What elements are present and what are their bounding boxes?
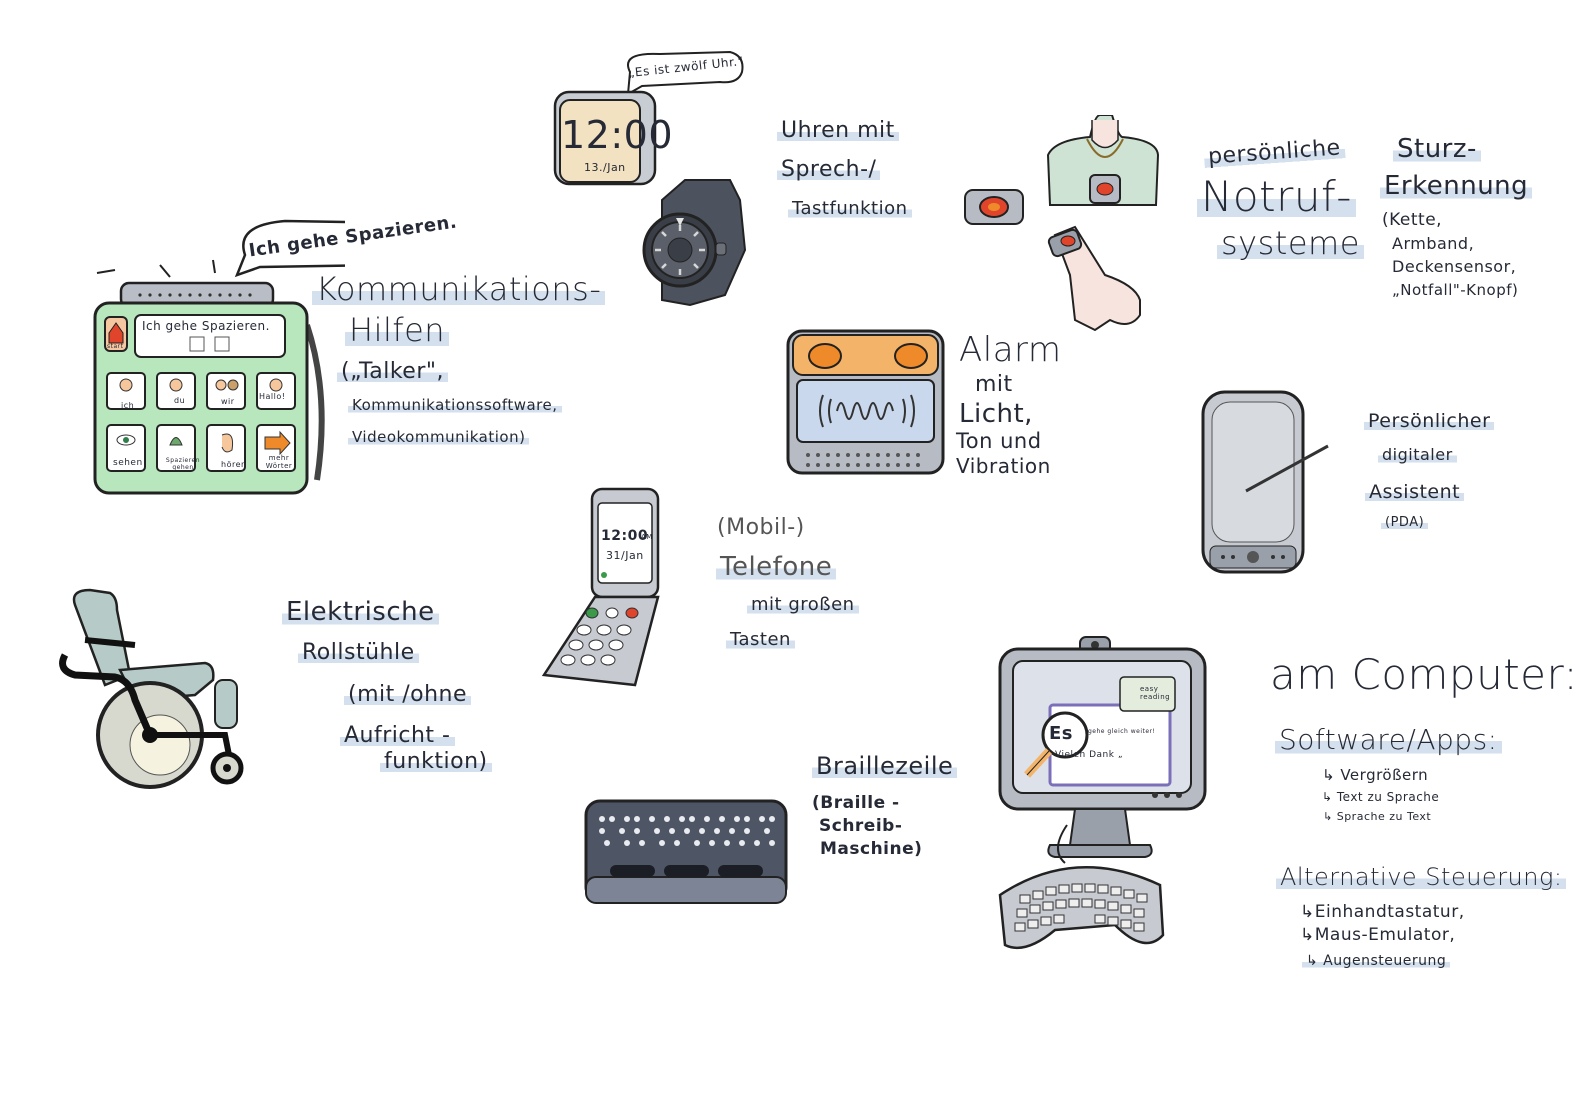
emergency-label-1: persönliche [1203, 135, 1346, 170]
alternative-control-item-2: ↳Maus-Emulator, [1300, 925, 1456, 945]
fall-detection-label-6: „Notfall"-Knopf) [1392, 281, 1519, 299]
alternative-control-heading: Alternative Steuerung: [1276, 863, 1567, 891]
fall-detection-label-5: Deckensensor, [1392, 257, 1517, 276]
braille-label-3: Schreib- [819, 816, 903, 836]
alarm-clock-drawing [786, 329, 945, 475]
alarm-label-1: Alarm [959, 330, 1062, 370]
computer-title: am Computer: [1270, 650, 1576, 699]
mobile-phone-drawing [541, 487, 660, 687]
wheelchair-drawing [59, 588, 244, 789]
wheelchair-label-1: Elektrische [282, 597, 439, 627]
pda-label-2: digitaler [1378, 445, 1457, 464]
communication-cell-label: wir [221, 397, 235, 406]
phone-date: 31/Jan [606, 549, 644, 562]
pda-label-3: Assistent [1365, 481, 1465, 503]
computer-magnifier-text: Es [1049, 723, 1074, 744]
communication-title-2: Hilfen [345, 311, 450, 349]
alarm-label-5: Vibration [956, 454, 1051, 478]
emergency-system-drawing [964, 115, 1160, 332]
communication-cell-label: Hallo! [259, 392, 286, 401]
pda-label-4: (PDA) [1381, 515, 1429, 530]
communication-cell-label: Spazieren gehen [165, 457, 201, 471]
phone-label-1: (Mobil-) [717, 515, 805, 540]
wheelchair-label-5: funktion) [380, 749, 492, 774]
clock-label-1: Uhren mit [777, 118, 899, 143]
braille-display-drawing [584, 799, 788, 904]
phone-ampm: AM [641, 533, 653, 541]
communication-line-3: Videokommunikation) [348, 428, 530, 446]
fall-detection-label-2: Erkennung [1380, 171, 1533, 201]
braille-label-4: Maschine) [820, 839, 923, 859]
software-item-2: ↳ Text zu Sprache [1322, 790, 1440, 804]
wheelchair-label-2: Rollstühle [298, 640, 419, 665]
phone-time: 12:00 [601, 528, 649, 544]
communication-cell-label: du [174, 396, 186, 405]
wheelchair-label-4: Aufricht - [340, 723, 455, 748]
alternative-control-item-1: ↳Einhandtastatur, [1300, 902, 1465, 922]
communication-cell-label: mehr Wörter [265, 454, 293, 470]
clock-date: 13./Jan [584, 161, 626, 174]
communication-screen-text: Ich gehe Spazieren. [142, 319, 270, 333]
communication-line-2: Kommunikationssoftware, [348, 396, 562, 414]
communication-home-label: start [107, 343, 124, 350]
emergency-label-3: systeme [1217, 224, 1364, 262]
phone-label-3: mit großen [747, 594, 859, 615]
clock-watch-drawing [553, 50, 747, 307]
computer-drawing [998, 636, 1207, 950]
alarm-label-2: mit [975, 372, 1013, 397]
software-item-1: ↳ Vergrößern [1322, 766, 1429, 784]
alarm-label-3: Licht, [959, 399, 1033, 429]
communication-cell-label: ich [121, 401, 135, 410]
communication-device-drawing [93, 219, 345, 495]
pda-label-1: Persönlicher [1364, 410, 1495, 432]
clock-label-2: Sprech-/ [777, 157, 881, 182]
fall-detection-label-3: (Kette, [1382, 210, 1443, 230]
computer-window-line-2: Vielen Dank „ [1055, 750, 1123, 760]
alternative-control-item-3: ↳ Augensteuerung [1302, 953, 1451, 969]
phone-label-2: Telefone [716, 552, 837, 582]
pda-drawing [1201, 390, 1329, 574]
alarm-label-4: Ton und [956, 429, 1042, 453]
software-item-3: ↳ Sprache zu Text [1323, 810, 1432, 823]
clock-time: 12:00 [561, 113, 674, 157]
software-heading: Software/Apps: [1275, 723, 1502, 756]
braille-label-2: (Braille - [812, 793, 900, 813]
wheelchair-label-3: (mit /ohne [344, 682, 472, 707]
braille-label-1: Braillezeile [812, 752, 958, 780]
fall-detection-label-1: Sturz- [1393, 134, 1481, 164]
communication-cell-label: hören [221, 460, 247, 469]
emergency-label-2: Notruf- [1197, 172, 1356, 221]
communication-cell-label: sehen [113, 458, 143, 468]
fall-detection-label-4: Armband, [1392, 234, 1475, 253]
communication-line-1: („Talker", [337, 359, 448, 384]
phone-label-4: Tasten [726, 629, 795, 650]
computer-easy-reading: easy reading [1140, 685, 1171, 701]
computer-window-line-1: gehe gleich weiter! [1088, 728, 1156, 735]
communication-title-1: Kommunikations- [312, 270, 606, 308]
clock-label-3: Tastfunktion [788, 198, 912, 219]
